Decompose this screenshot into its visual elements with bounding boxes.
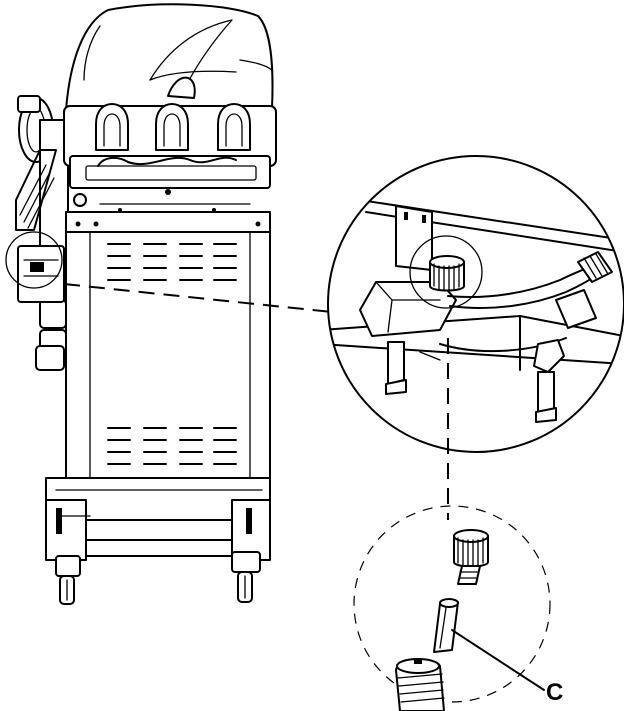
tube-connector: [433, 598, 459, 653]
exploded-valve-knob: [453, 529, 489, 585]
threaded-fitting: [395, 658, 445, 711]
grill-lid: [65, 3, 274, 111]
caster-right: [231, 551, 261, 603]
gas-valve-knob: [429, 255, 465, 292]
grill-cart: [5, 3, 277, 605]
control-knob-3: [217, 103, 251, 151]
detail-view: [327, 155, 624, 453]
vent-slots-lower: [107, 427, 237, 465]
callout-label-c: C: [546, 679, 563, 706]
callout-c-leader: [451, 629, 545, 691]
vent-slots-upper: [107, 243, 237, 281]
cabinet-body: [5, 211, 271, 501]
detail-leader-line: [63, 283, 333, 313]
control-panel: [63, 103, 277, 212]
control-knob-1: [95, 103, 129, 151]
exploded-view: [353, 505, 551, 711]
cart-base: [45, 477, 271, 605]
caster-left: [55, 555, 81, 605]
control-knob-2: [155, 103, 189, 151]
hose-fitting: [555, 251, 613, 329]
side-burner: [15, 95, 69, 251]
